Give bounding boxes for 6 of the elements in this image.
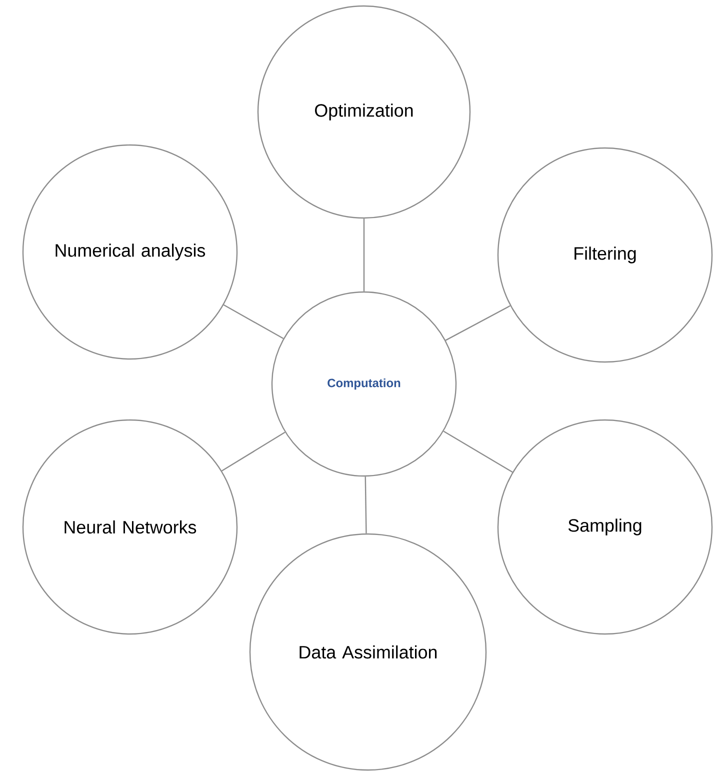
connector-line xyxy=(445,305,510,341)
connector-line xyxy=(364,476,367,534)
connector-line xyxy=(222,432,286,472)
connector-line xyxy=(443,430,513,473)
connector-line xyxy=(363,218,365,292)
connector-line xyxy=(223,304,284,340)
